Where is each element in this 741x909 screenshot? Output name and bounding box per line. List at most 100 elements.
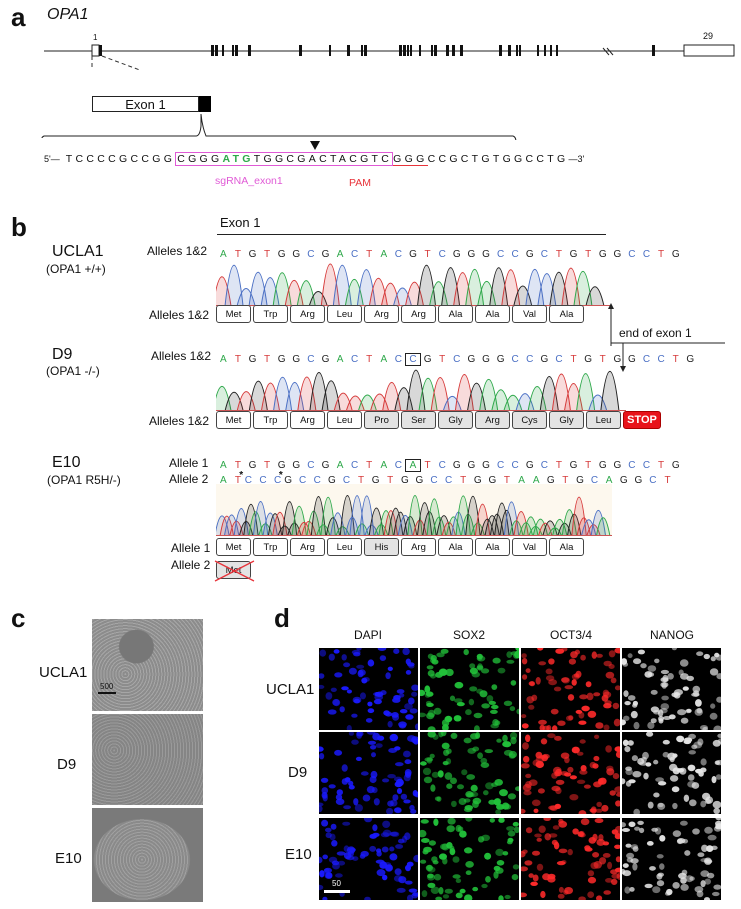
nucleotide: G xyxy=(277,460,286,471)
nucleotide: G xyxy=(482,249,490,260)
nucleotide: A xyxy=(518,475,525,486)
nucleotide: C xyxy=(642,354,651,365)
aa-row-label: Alleles 1&2 xyxy=(149,308,210,322)
panel-a-letter: a xyxy=(11,2,26,32)
if-image-d9-nanog xyxy=(622,732,721,814)
nucleotide: C xyxy=(259,475,267,486)
if-image-d9-sox2 xyxy=(420,732,519,814)
sample-name-ucla1: UCLA1 xyxy=(52,243,104,260)
if-image-d9-dapi xyxy=(319,732,418,814)
nucleotide: A xyxy=(605,475,613,486)
seq-row-label: Alleles 1&2 xyxy=(147,244,208,258)
nucleotide: T xyxy=(460,475,467,486)
nucleotide: G xyxy=(321,249,330,260)
nucleotide: T xyxy=(264,249,271,260)
nucleotide: T xyxy=(599,354,606,365)
nucleotide: G xyxy=(671,249,680,260)
nucleotide: T xyxy=(658,460,665,471)
chromatogram-e10 xyxy=(216,495,612,536)
nucleotide: A xyxy=(532,475,540,486)
nucleotide: C xyxy=(540,460,548,471)
nucleotide: G xyxy=(409,249,417,260)
nucleotide: C xyxy=(394,354,403,365)
nucleotide: G xyxy=(292,354,301,365)
nucleotide: C xyxy=(496,460,505,471)
row-label-c: E10 xyxy=(55,850,82,867)
row-label-c: UCLA1 xyxy=(39,664,88,681)
nucleotide: C xyxy=(555,354,563,365)
nucleotide: C xyxy=(342,475,351,486)
nucleotide: G xyxy=(277,249,286,260)
nucleotide: C xyxy=(351,460,359,471)
amino-acid-arg: Arg xyxy=(401,538,436,556)
amino-acid-gly: Gly xyxy=(438,411,473,429)
exon-1-zoom-box: Exon 1 xyxy=(92,96,199,112)
nucleotide: G xyxy=(628,354,636,365)
pam-label: PAM xyxy=(349,177,371,189)
amino-acid-pro: Pro xyxy=(364,411,399,429)
nucleotide: T xyxy=(439,354,446,365)
nucleotide: G xyxy=(292,249,301,260)
row-label-c: D9 xyxy=(57,756,77,773)
nucleotide: C xyxy=(649,475,657,486)
genotype-e10: (OPA1 R5H/-) xyxy=(47,473,121,487)
nucleotide: C xyxy=(511,249,519,260)
nucleotide: G xyxy=(598,249,607,260)
nucleotide: C xyxy=(628,460,636,471)
amino-acid-ala: Ala xyxy=(475,538,510,556)
amino-acid-ala: Ala xyxy=(549,538,584,556)
end-of-exon-label: end of exon 1 xyxy=(619,326,692,340)
amino-acid-trp: Trp xyxy=(253,538,288,556)
row-label-d: D9 xyxy=(288,764,308,781)
nucleotide: T xyxy=(424,460,431,471)
nucleotide: C xyxy=(657,354,665,365)
nucleotide: G xyxy=(371,475,380,486)
amino-acid-leu: Leu xyxy=(327,538,362,556)
nucleotide: A xyxy=(219,354,227,365)
nucleotide: G xyxy=(423,354,432,365)
gene-structure-svg xyxy=(44,44,735,97)
nucleotide: G xyxy=(619,475,628,486)
crossed-out-icon xyxy=(214,560,255,582)
genotype-ucla1: (OPA1 +/+) xyxy=(46,262,106,276)
amino-acid-arg: Arg xyxy=(364,305,399,323)
nucleotide: A xyxy=(380,460,388,471)
nucleotide: C xyxy=(453,354,461,365)
nucleotide: G xyxy=(482,460,490,471)
nucleotide: G xyxy=(321,354,330,365)
nucleotide: T xyxy=(234,249,241,260)
nucleotide: C xyxy=(313,475,321,486)
nucleotide: C xyxy=(540,249,548,260)
nucleotide: G xyxy=(613,460,622,471)
seq-5prime: 5'— xyxy=(44,154,60,164)
amino-acid-ala: Ala xyxy=(475,305,510,323)
nucleotide: T xyxy=(366,249,373,260)
end-of-exon-marker xyxy=(608,303,725,372)
nucleotide: G xyxy=(467,460,476,471)
amino-acid-leu: Leu xyxy=(327,411,362,429)
nucleotide: A xyxy=(219,460,227,471)
nucleotide: C xyxy=(511,460,519,471)
amino-acid-his: His xyxy=(364,538,399,556)
nucleotide: T xyxy=(234,475,241,486)
nucleotide: G xyxy=(569,460,578,471)
amino-acid-leu: Leu xyxy=(327,305,362,323)
amino-acid-met: Met xyxy=(216,411,251,429)
nucleotide: G xyxy=(467,249,476,260)
seq-row-label: Allele 1 xyxy=(169,456,209,470)
nucleotide: G xyxy=(248,460,257,471)
sample-name-e10: E10 xyxy=(52,454,81,471)
mutation-asterisk: * xyxy=(278,470,283,481)
if-image-e10-oct3-4 xyxy=(521,818,620,900)
nucleotide: T xyxy=(555,460,562,471)
if-image-d9-oct3-4 xyxy=(521,732,620,814)
nucleotide: T xyxy=(658,249,665,260)
genotype-d9: (OPA1 -/-) xyxy=(46,364,100,378)
nucleotide: G xyxy=(327,475,336,486)
amino-acid-met: Met xyxy=(216,538,251,556)
amino-acid-arg: Arg xyxy=(475,411,510,429)
